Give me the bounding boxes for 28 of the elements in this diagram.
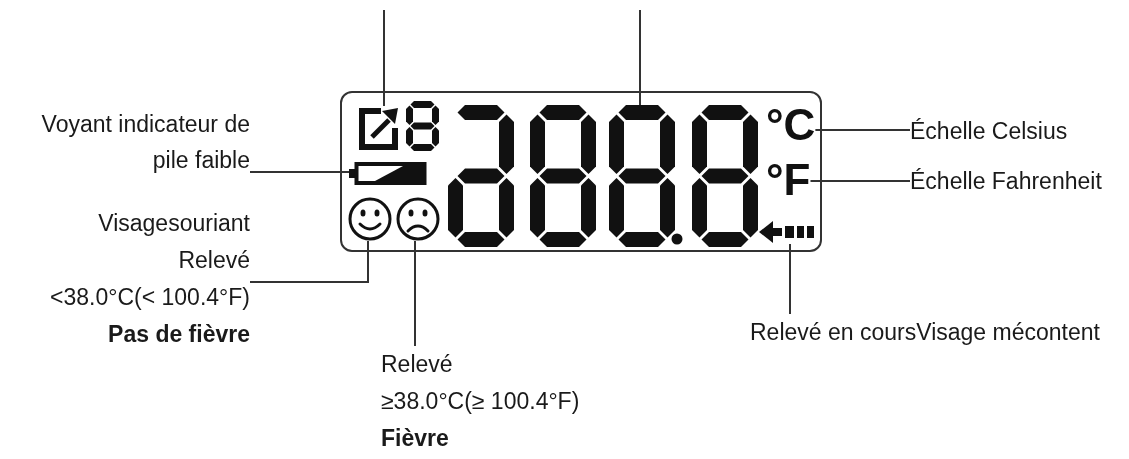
callout-label: Voyant indicateur de pile faible xyxy=(20,106,250,178)
segment-digits-drawing xyxy=(447,105,759,247)
leader-line xyxy=(639,9,641,106)
unit-symbol: °C xyxy=(766,103,816,147)
leader-line xyxy=(809,180,911,182)
callout-label: Pas de fièvre xyxy=(108,320,250,349)
unit-symbol: °F xyxy=(766,158,811,202)
callout-label: Relevé xyxy=(381,350,453,379)
leader-line xyxy=(249,240,369,283)
leader-line xyxy=(249,171,350,173)
leader-line xyxy=(814,129,911,131)
callout-label: <38.0°C(< 100.4°F) xyxy=(50,283,250,312)
leader-line xyxy=(789,243,791,315)
callout-label: Relevé en coursVisage mécontent xyxy=(750,314,1100,350)
callout-label: Fièvre xyxy=(381,424,449,453)
callout-label: Échelle Celsius xyxy=(910,113,1068,149)
leader-line xyxy=(414,240,416,347)
arrow-bars-icon xyxy=(759,220,817,244)
callout-label: Relevé xyxy=(178,246,250,275)
lcd-screen-panel xyxy=(340,91,822,252)
box-arrow-icon xyxy=(358,106,400,151)
sad-face-icon xyxy=(396,197,440,241)
callout-label: ≥38.0°C(≥ 100.4°F) xyxy=(381,387,580,416)
callout-label: Échelle Fahrenheit xyxy=(910,163,1102,199)
smiley-face-icon xyxy=(348,197,392,241)
callout-label: Visagesouriant xyxy=(98,209,250,238)
battery-icon xyxy=(349,162,427,185)
leader-line xyxy=(383,9,385,107)
